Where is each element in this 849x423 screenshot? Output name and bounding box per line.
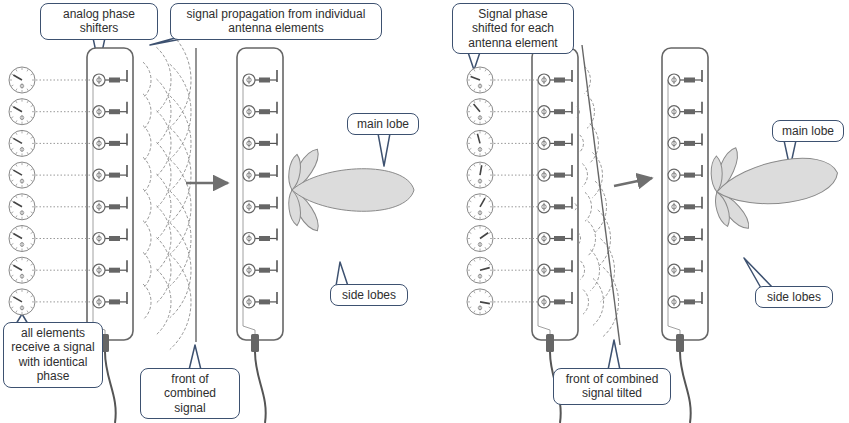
callout-text: side lobes [337,288,401,302]
callout-box: main lobe [347,113,419,135]
callout-box: front of combined signal tilted [553,368,671,405]
callout-box: Signal phase shifted for each antenna el… [452,3,574,54]
callout-box: main lobe [772,120,844,142]
callout-box: all elements receive a signal with ident… [3,322,103,388]
wave-arc [575,203,576,210]
wave-arc [593,278,603,325]
wave-arc [156,269,171,334]
callout-text: front of combined signal [147,372,233,415]
wave-arc [143,157,151,193]
antenna-array [237,48,283,423]
phase-dial [9,99,35,125]
wave-arc [580,135,584,152]
phase-dial [9,130,35,156]
wave-arc [156,142,171,207]
callout-box: front of combined signal [140,368,240,419]
wave-front [582,45,620,345]
wave-arc [577,106,579,117]
callout-text: main lobe [779,124,837,138]
phase-dial [467,67,493,93]
callout-box: side lobes [755,286,833,308]
callout-pointer [378,133,390,166]
callout-text: Signal phase shifted for each antenna el… [459,7,567,50]
wave-arc [143,221,151,257]
callout-text: signal propagation from individual anten… [177,7,375,36]
callout-pointer [744,258,773,288]
wave-arc [170,96,191,191]
callout-text: analog phase shifters [47,7,151,36]
wave-arc [170,223,191,318]
wave-front [195,48,196,342]
phase-dial [467,226,493,252]
wave-arc [156,174,171,239]
wave-arc [143,62,151,98]
phase-dial [467,99,493,125]
callout-box: signal propagation from individual anten… [170,3,382,40]
direction-arrow [614,178,652,186]
callout-pointer [189,345,201,370]
wave-arc [170,32,191,127]
phase-dial [467,289,493,315]
callout-text: main lobe [354,117,412,131]
wave-arc [583,290,588,315]
phase-dial [467,130,493,156]
wave-arc [143,189,151,225]
wave-arc [156,111,171,176]
callout-text: all elements receive a signal with ident… [10,326,96,384]
phase-dial [467,257,493,283]
phase-dial [9,289,35,315]
phase-dial [467,194,493,220]
phase-dial [9,226,35,252]
callout-pointer [608,340,620,370]
wave-arc [143,126,151,162]
radiation-pattern [704,129,844,237]
wave-arc [143,284,151,320]
wave-arc [582,164,587,187]
wave-arc [156,238,171,303]
callout-text: side lobes [762,290,826,304]
phase-dial [9,257,35,283]
callout-text: front of combined signal tilted [560,372,664,401]
phase-dial [9,67,35,93]
callout-box: side lobes [330,284,408,306]
wave-arc [170,254,191,349]
wave-arc [143,94,151,130]
wave-arc [578,232,581,245]
phase-dial [467,162,493,188]
wave-arc [156,47,171,112]
callout-box: analog phase shifters [40,3,158,40]
direction-arrow [186,182,228,184]
phase-dial [9,194,35,220]
phase-dial [9,162,35,188]
wave-arc [170,64,191,159]
wave-arc [156,79,171,144]
wave-arc [170,159,191,254]
wave-arc [170,128,191,223]
wave-arc [143,252,151,288]
wave-arc [170,191,191,286]
wave-arc [580,261,584,280]
radiation-pattern [286,146,414,235]
antenna-array [494,48,578,423]
wave-arc [156,206,171,271]
callout-pointer [336,262,348,286]
antenna-array [662,48,708,423]
wave-arc [585,192,591,221]
